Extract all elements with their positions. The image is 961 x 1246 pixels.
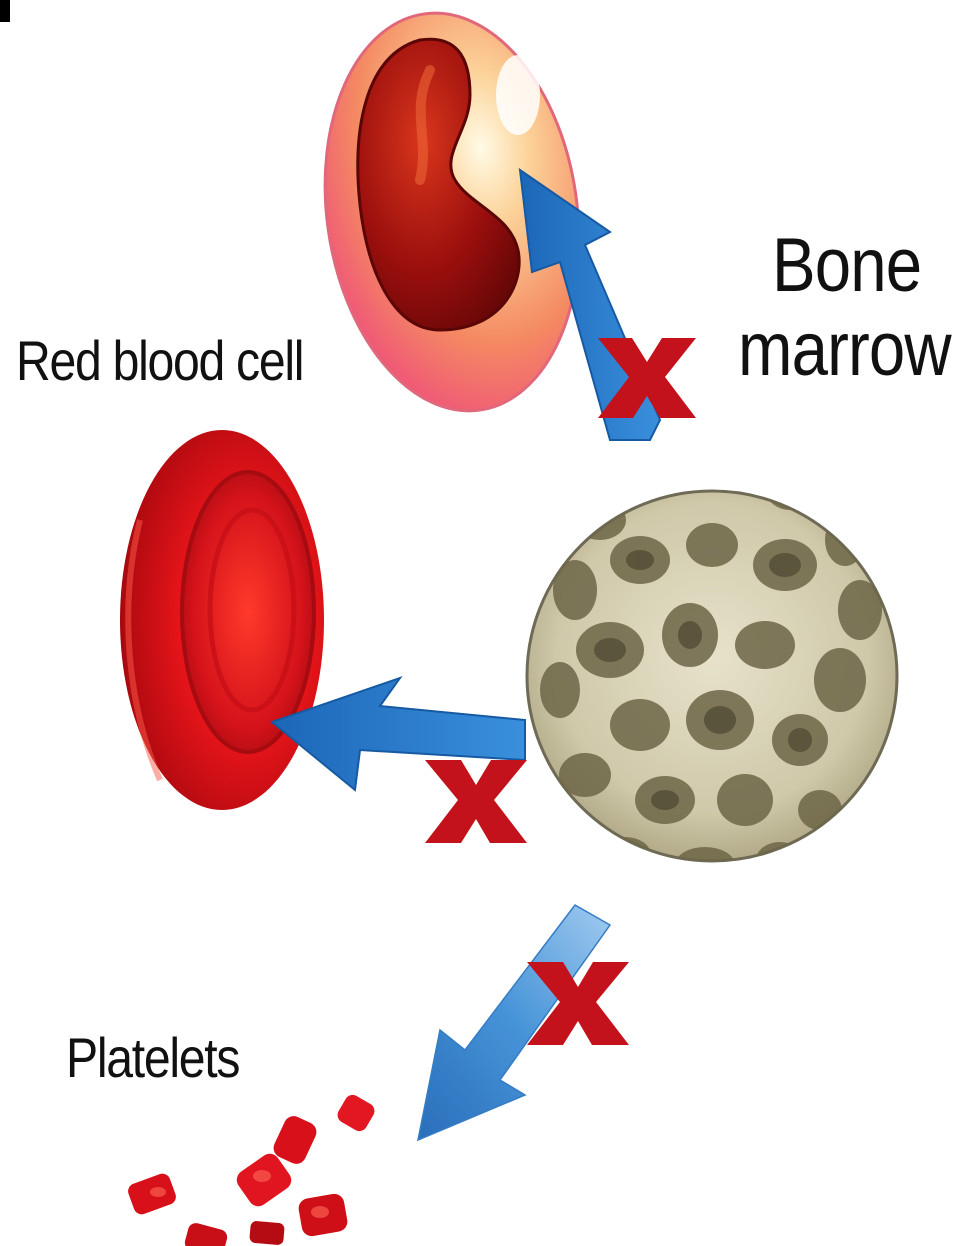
platelets-icon <box>126 1092 378 1246</box>
red-blood-cell-icon <box>120 430 324 810</box>
bone-label: Bone <box>772 228 921 304</box>
platelets-label: Platelets <box>66 1030 239 1086</box>
x-mark-icon <box>425 760 527 843</box>
red-blood-cell-label: Red blood cell <box>16 333 303 389</box>
bone-marrow-icon <box>527 452 897 883</box>
marrow-label: marrow <box>738 312 951 388</box>
